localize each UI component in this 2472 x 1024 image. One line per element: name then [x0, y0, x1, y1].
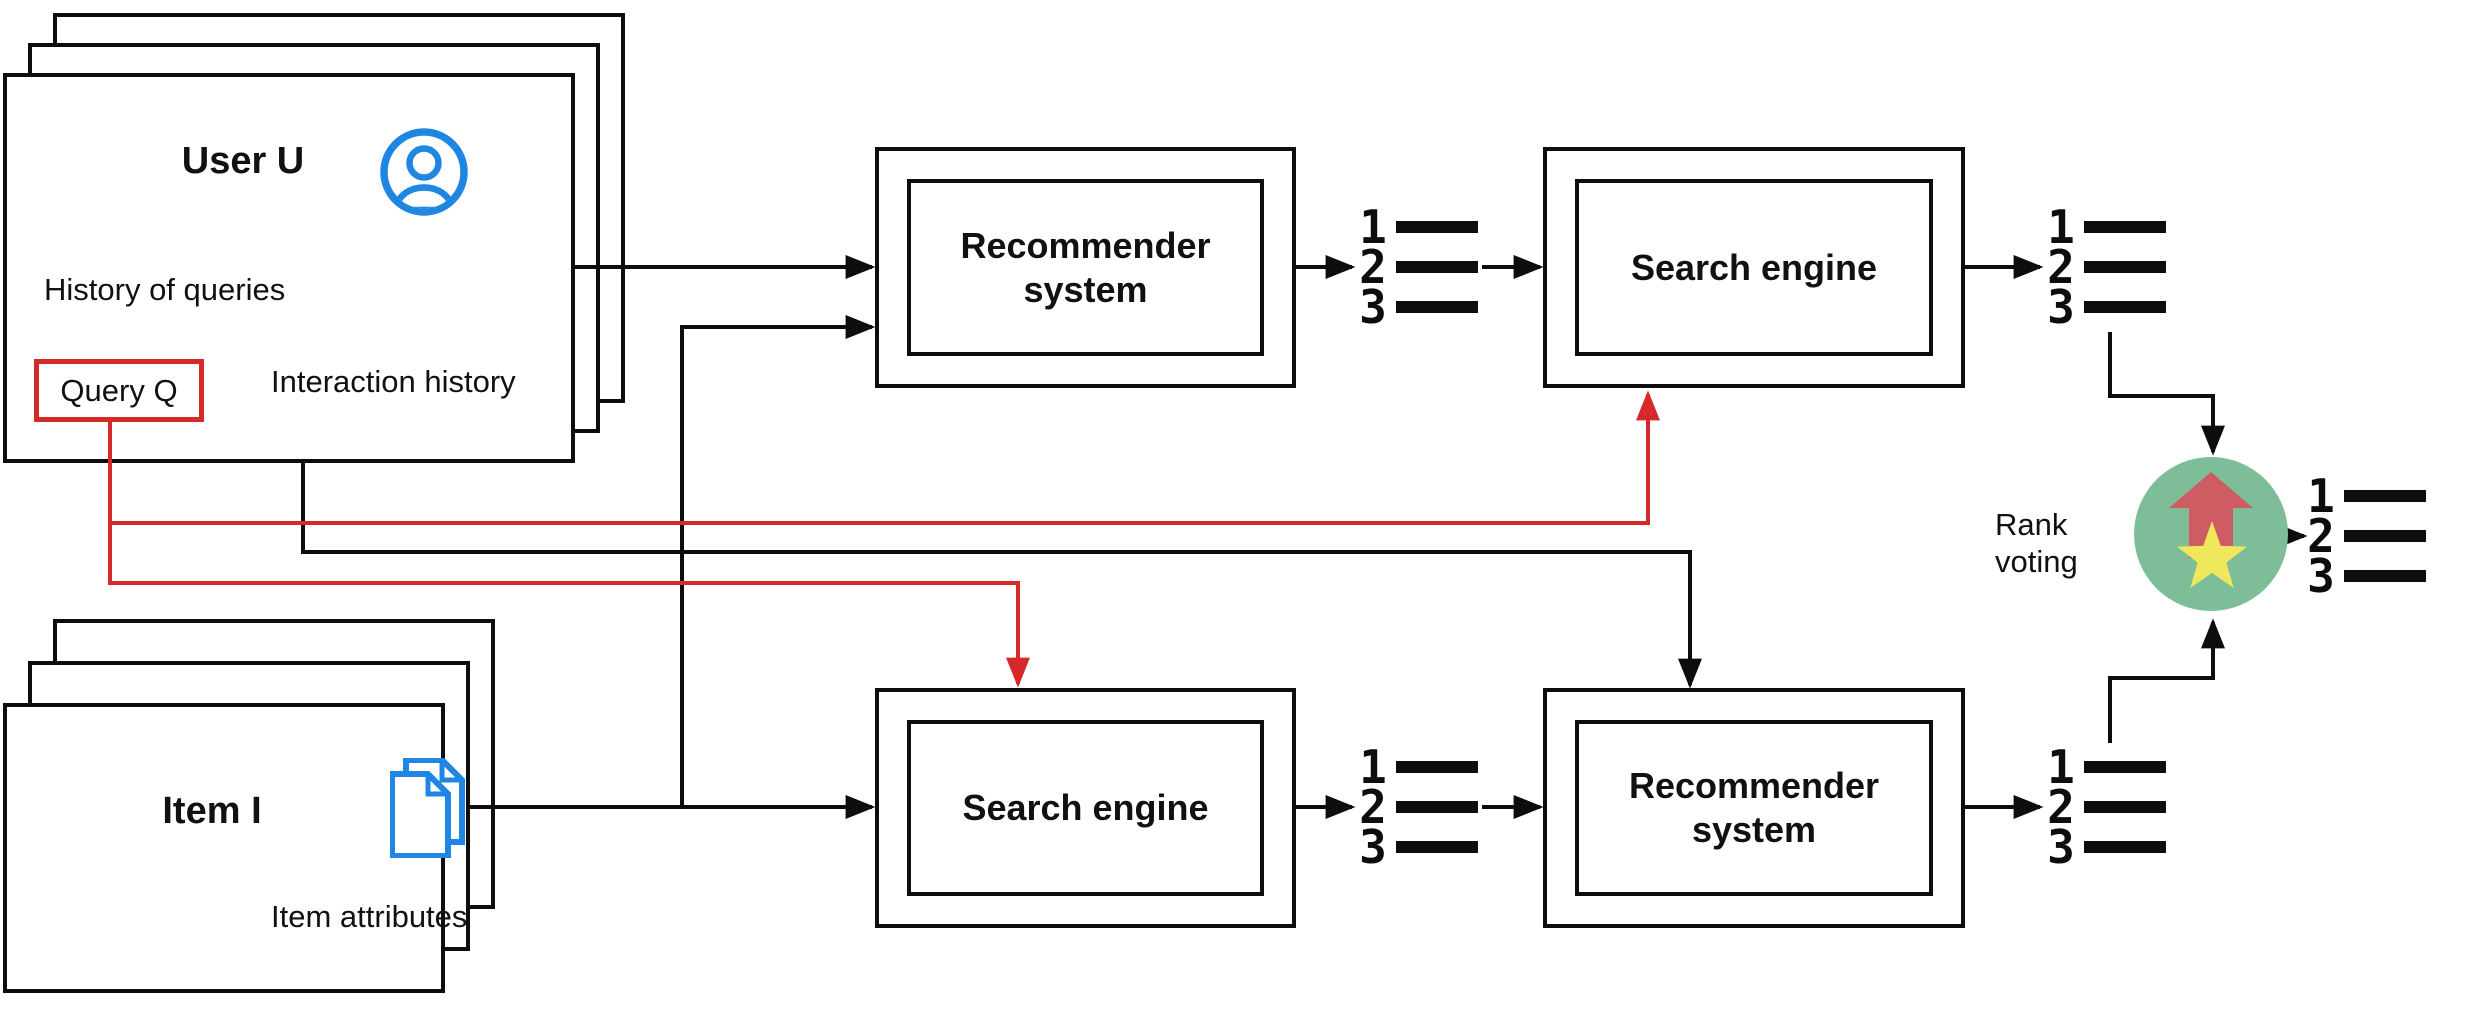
rank-number: 1: [2047, 740, 2075, 794]
rank-number: 2: [2047, 240, 2075, 294]
rank-number: 3: [1359, 820, 1387, 874]
rank-bar: [1396, 801, 1478, 813]
rank-row: 2: [1358, 240, 1478, 294]
rank-voting-label: Rank voting: [1995, 507, 2078, 579]
rank-number: 1: [1359, 200, 1387, 254]
rank-row: 1: [1358, 200, 1478, 254]
history-of-queries-label: History of queries: [44, 272, 286, 307]
rank-bar: [2344, 570, 2426, 582]
recommender-system-bottom-box: Recommender system: [1543, 688, 1965, 928]
rank-row: 3: [1358, 820, 1478, 874]
rank-row: 3: [2046, 820, 2166, 874]
search-engine-bottom-box: Search engine: [875, 688, 1296, 928]
search-engine-bottom-inner-box: Search engine: [907, 720, 1264, 896]
user-card: User U History of queries Query Q Intera…: [3, 73, 575, 463]
item-card: Item I Item attributes: [3, 703, 467, 993]
rank-up-star-icon: [2134, 457, 2288, 611]
rank-number: 2: [2047, 780, 2075, 834]
rank-row: 1: [1358, 740, 1478, 794]
query-label: Query Q: [60, 372, 178, 408]
item-to-recommender-top-arrow: [680, 315, 876, 807]
bottom-list-to-voting-arrow: [2108, 618, 2225, 743]
star-icon: [2176, 521, 2248, 588]
recommender-system-bottom-inner-box: Recommender system: [1575, 720, 1933, 896]
search-engine-top-inner-box: Search engine: [1575, 179, 1933, 356]
rank-number: 3: [2307, 549, 2335, 603]
rank-bar: [2084, 301, 2166, 313]
recommender-system-top-box: Recommender system: [875, 147, 1296, 388]
rank-bar: [2084, 761, 2166, 773]
rank-number: 3: [1359, 280, 1387, 334]
item-card-title: Item I: [162, 790, 262, 832]
user-avatar-icon: [380, 128, 468, 216]
rank-bar: [1396, 261, 1478, 273]
rank-number: 1: [2307, 469, 2335, 523]
rank-number: 1: [2047, 200, 2075, 254]
top-list-to-voting-arrow: [2108, 332, 2225, 456]
rank-row: 2: [2306, 509, 2426, 563]
rank-row: 2: [2046, 240, 2166, 294]
search-engine-bottom-label: Search engine: [962, 787, 1209, 829]
rank-row: 2: [2046, 780, 2166, 834]
recommender-system-top-label: Recommender system: [960, 224, 1211, 310]
rank-bar: [1396, 761, 1478, 773]
rank-bar: [1396, 301, 1478, 313]
rank-row: 1: [2046, 740, 2166, 794]
rank-bar: [2084, 261, 2166, 273]
rank-row: 2: [1358, 780, 1478, 834]
rank-number: 2: [1359, 240, 1387, 294]
rank-row: 3: [2306, 549, 2426, 603]
rank-bar: [2084, 841, 2166, 853]
rank-number: 3: [2047, 820, 2075, 874]
rank-bar: [2084, 221, 2166, 233]
recommender-system-top-inner-box: Recommender system: [907, 179, 1264, 356]
search-engine-top-label: Search engine: [1630, 246, 1878, 288]
rank-row: 3: [2046, 280, 2166, 334]
interaction-history-label: Interaction history: [271, 364, 516, 399]
rank-row: 1: [2306, 469, 2426, 523]
rank-number: 2: [2307, 509, 2335, 563]
recommender-system-bottom-label: Recommender system: [1628, 765, 1880, 850]
rank-bar: [2344, 530, 2426, 542]
up-arrow-icon: [2169, 472, 2253, 558]
rank-number: 3: [2047, 280, 2075, 334]
user-card-title: User U: [181, 140, 305, 182]
user-to-recommender-bottom-arrow: [301, 463, 1702, 689]
rank-bar: [2344, 490, 2426, 502]
rank-bar: [1396, 221, 1478, 233]
rank-row: 1: [2046, 200, 2166, 254]
search-engine-top-box: Search engine: [1543, 147, 1965, 388]
rank-number: 2: [1359, 780, 1387, 834]
rank-voting-circle: [2134, 457, 2288, 611]
item-attributes-label: Item attributes: [271, 899, 468, 934]
rank-row: 3: [1358, 280, 1478, 334]
rank-bar: [2084, 801, 2166, 813]
documents-icon: [390, 758, 465, 858]
query-box: Query Q: [34, 359, 204, 422]
rank-bar: [1396, 841, 1478, 853]
rank-number: 1: [1359, 740, 1387, 794]
